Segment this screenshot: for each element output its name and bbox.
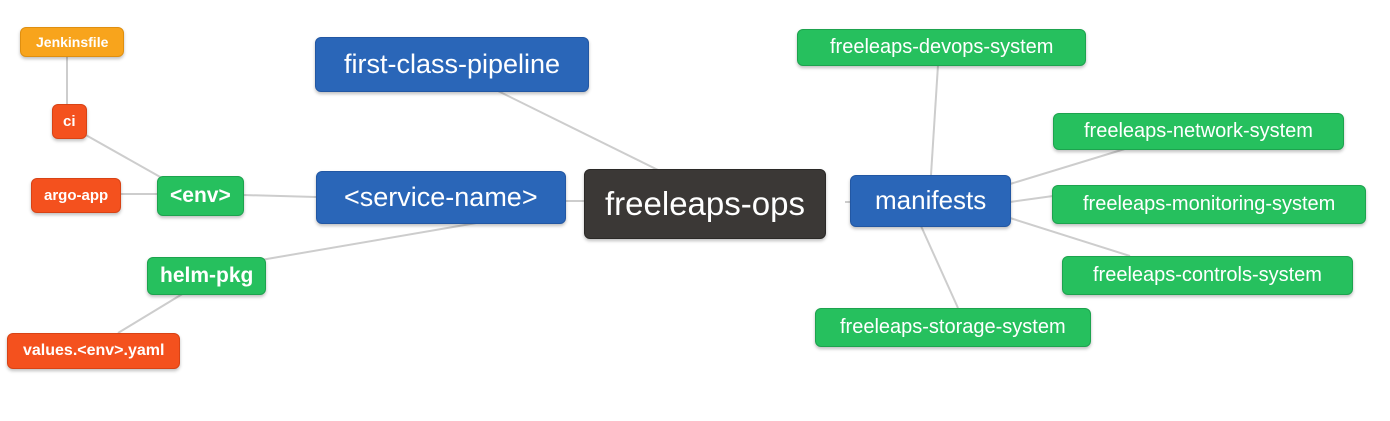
- node-freeleaps-controls-system[interactable]: freeleaps-controls-system: [1062, 256, 1353, 295]
- edge-ci-env: [83, 133, 163, 179]
- edge-manifests-controls: [1009, 217, 1131, 257]
- node-argo-app[interactable]: argo-app: [31, 178, 122, 214]
- edge-devops-manifests: [930, 64, 939, 176]
- node-service-name[interactable]: <service-name>: [316, 171, 566, 225]
- node-freeleaps-storage-system[interactable]: freeleaps-storage-system: [815, 308, 1091, 347]
- edge-env-service-name: [242, 194, 317, 198]
- edge-helm-pkg-service-name: [260, 220, 489, 261]
- edge-values-yaml-helm-pkg: [117, 292, 185, 334]
- node-first-class-pipeline[interactable]: first-class-pipeline: [315, 37, 590, 93]
- node-freeleaps-devops-system[interactable]: freeleaps-devops-system: [797, 29, 1087, 66]
- edge-manifests-network: [1009, 147, 1129, 185]
- node-ci[interactable]: ci: [52, 104, 87, 140]
- node-freeleaps-ops-root[interactable]: freeleaps-ops: [584, 169, 826, 239]
- edge-manifests-monitoring: [1009, 195, 1054, 203]
- node-manifests[interactable]: manifests: [850, 175, 1012, 227]
- node-values-env-yaml[interactable]: values.<env>.yaml: [7, 333, 181, 370]
- node-env[interactable]: <env>: [157, 176, 244, 217]
- node-jenkinsfile[interactable]: Jenkinsfile: [20, 27, 125, 58]
- node-freeleaps-network-system[interactable]: freeleaps-network-system: [1053, 113, 1344, 150]
- edge-pipeline-root: [497, 90, 659, 171]
- edge-manifests-storage: [920, 225, 959, 309]
- node-helm-pkg[interactable]: helm-pkg: [147, 257, 267, 296]
- node-freeleaps-monitoring-system[interactable]: freeleaps-monitoring-system: [1052, 185, 1367, 224]
